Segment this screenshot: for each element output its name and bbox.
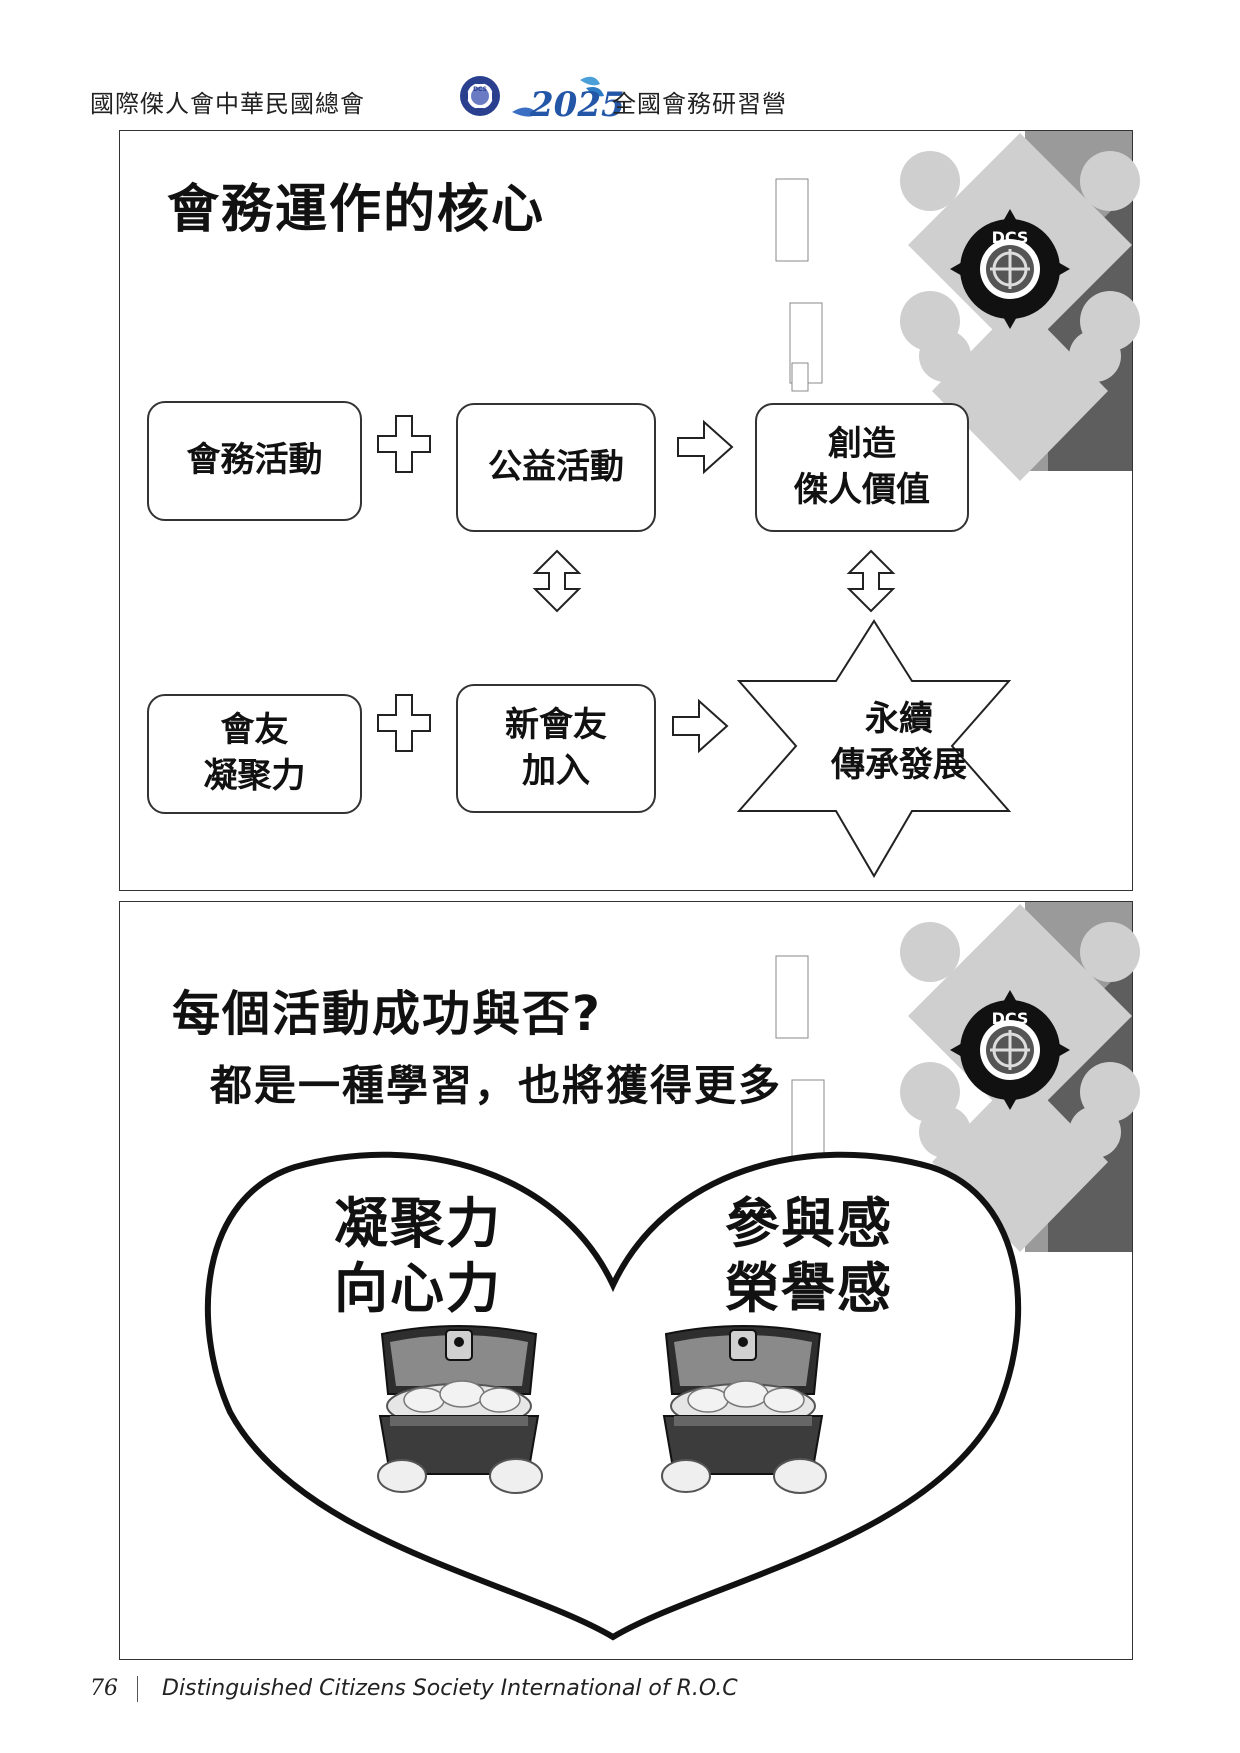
- box-public-welfare: 公益活動: [456, 403, 656, 532]
- heart-shape: [204, 1151, 1022, 1641]
- box-label-line: 會友: [220, 710, 289, 751]
- slide-title: 會務運作的核心: [167, 180, 546, 240]
- seal-text: DCS: [473, 86, 487, 93]
- heart-left-text: 凝聚力 向心力: [334, 1192, 502, 1322]
- slide-emblem: [900, 904, 1140, 1252]
- heart-text-line: 榮譽感: [725, 1256, 893, 1320]
- slide-subtitle: 都是一種學習，也將獲得更多: [210, 1061, 783, 1110]
- dcs-logo-text: DCS: [992, 1009, 1029, 1028]
- right-arrow-icon: [677, 419, 734, 475]
- star-label-line: 永續: [865, 699, 933, 739]
- dcs-logo-icon: DCS: [950, 990, 1070, 1110]
- year-text: 2025: [529, 85, 625, 125]
- right-arrow-icon: [672, 698, 729, 754]
- box-member-cohesion: 會友 凝聚力: [147, 694, 362, 814]
- slide-activity-success: DCS 每個活動成功與否? 都是一種學習，也將獲得更多 凝聚力 向心力 參與感 …: [119, 901, 1140, 1660]
- plus-icon: [377, 694, 431, 752]
- organization-seal-icon: DCS: [460, 76, 500, 116]
- page-footer: 76 Distinguished Citizens Society Intern…: [90, 1674, 990, 1710]
- star-label-line: 傳承發展: [831, 744, 967, 785]
- year-logo: 2025: [512, 76, 625, 125]
- heart-text-line: 參與感: [725, 1192, 893, 1255]
- box-label-line: 傑人價值: [794, 469, 930, 510]
- box-create-value: 創造 傑人價值: [755, 403, 969, 532]
- society-name: Distinguished Citizens Society Internati…: [162, 1676, 738, 1701]
- slide-decoration: DCS: [377, 131, 1140, 878]
- box-member-activities: 會務活動: [147, 401, 362, 521]
- box-label-line: 加入: [522, 750, 590, 791]
- updown-arrow-icon: [846, 549, 896, 613]
- slide-title: 每個活動成功與否?: [172, 986, 602, 1042]
- box-label-line: 創造: [828, 423, 896, 464]
- footer-divider: [137, 1676, 138, 1702]
- sustain-star-label: 永續 傳承發展: [794, 697, 1004, 789]
- slide-core-operations: DCS 會務運作的核心 會務活動 公益活動 創造 傑人價值: [119, 130, 1140, 891]
- box-label-line: 凝聚力: [203, 756, 306, 796]
- heart-text-line: 向心力: [334, 1256, 502, 1320]
- box-new-members: 新會友 加入: [456, 684, 656, 813]
- box-label-line: 新會友: [505, 704, 607, 745]
- heart-right-text: 參與感 榮譽感: [725, 1192, 893, 1322]
- organization-name: 國際傑人會中華民國總會: [90, 90, 365, 118]
- box-label: 會務活動: [186, 440, 323, 481]
- sustain-star-shape: [736, 619, 1012, 878]
- updown-arrow-icon: [532, 549, 582, 613]
- slide-decoration: DCS: [204, 902, 1140, 1641]
- box-label: 公益活動: [488, 446, 624, 487]
- treasure-chest-icon: [377, 1325, 543, 1494]
- heart-text-line: 凝聚力: [334, 1192, 502, 1255]
- page-header: 國際傑人會中華民國總會 DCS 2025 全國會務研習營: [90, 74, 790, 130]
- plus-icon: [377, 415, 431, 473]
- treasure-chest-icon: [661, 1325, 827, 1494]
- event-name: 全國會務研習營: [612, 90, 787, 118]
- dcs-logo-icon: DCS: [950, 209, 1070, 329]
- page-number: 76: [90, 1676, 118, 1701]
- dcs-logo-text: DCS: [992, 228, 1029, 247]
